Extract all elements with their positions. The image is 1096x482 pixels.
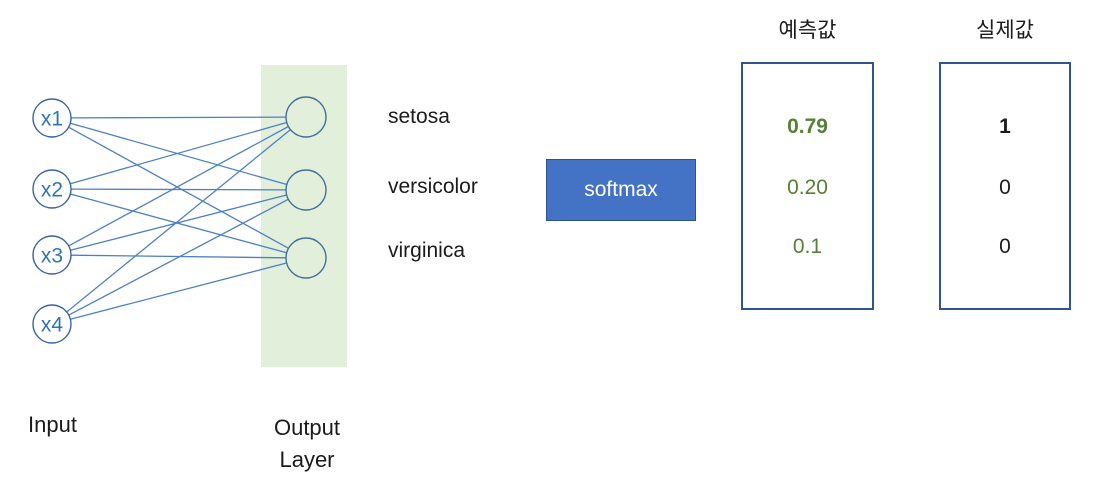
input-node-x1 [32,98,72,138]
input-node-x4-label: x4 [41,314,64,337]
input-caption: Input [28,412,77,437]
class-label-virginica: virginica [388,239,466,262]
connection-line [68,126,289,249]
actual-value-virginica: 0 [999,235,1011,258]
connection-line [70,116,287,119]
connection-line [70,262,287,320]
output-node-1 [285,96,327,138]
connection-line [70,121,287,185]
softmax-box: softmax [546,159,696,221]
input-nodes: x1 x2 x3 x4 [32,98,72,344]
predicted-value-versicolor: 0.20 [787,176,828,199]
connection-line [68,125,289,247]
output-node-2 [285,169,327,211]
input-node-x2-label: x2 [41,179,63,202]
actual-title: 실제값 [976,19,1034,42]
network-graph: x1 x2 x3 x4 [32,65,347,367]
output-layer-background [261,65,347,367]
class-label-versicolor: versicolor [388,175,478,198]
connection-line [70,193,287,254]
connection-line [70,194,287,251]
input-node-x3 [32,235,72,275]
connection-line [66,129,291,313]
class-label-setosa: setosa [388,105,450,128]
actual-box: 1 0 0 [939,62,1071,310]
output-caption-line2: Layer [279,447,335,472]
predicted-value-virginica: 0.1 [792,235,823,258]
connection-lines [66,116,291,320]
connection-line [70,188,287,191]
predicted-title: 예측값 [778,19,837,42]
softmax-label: softmax [584,178,658,201]
predicted-box: 0.79 0.20 0.1 [741,62,874,310]
connection-line [70,122,287,186]
input-node-x2 [32,169,72,209]
input-node-x3-label: x3 [41,245,63,268]
output-caption-line1: Output [273,415,341,440]
output-nodes [285,96,327,279]
connection-line [68,198,289,316]
predicted-value-setosa: 0.79 [787,115,828,138]
actual-value-setosa: 1 [999,115,1011,138]
input-node-x4 [32,304,72,344]
actual-value-versicolor: 0 [999,176,1011,199]
input-node-x1-label: x1 [41,108,63,131]
output-node-3 [285,237,327,279]
output-layer-caption: Output Layer [255,412,359,476]
